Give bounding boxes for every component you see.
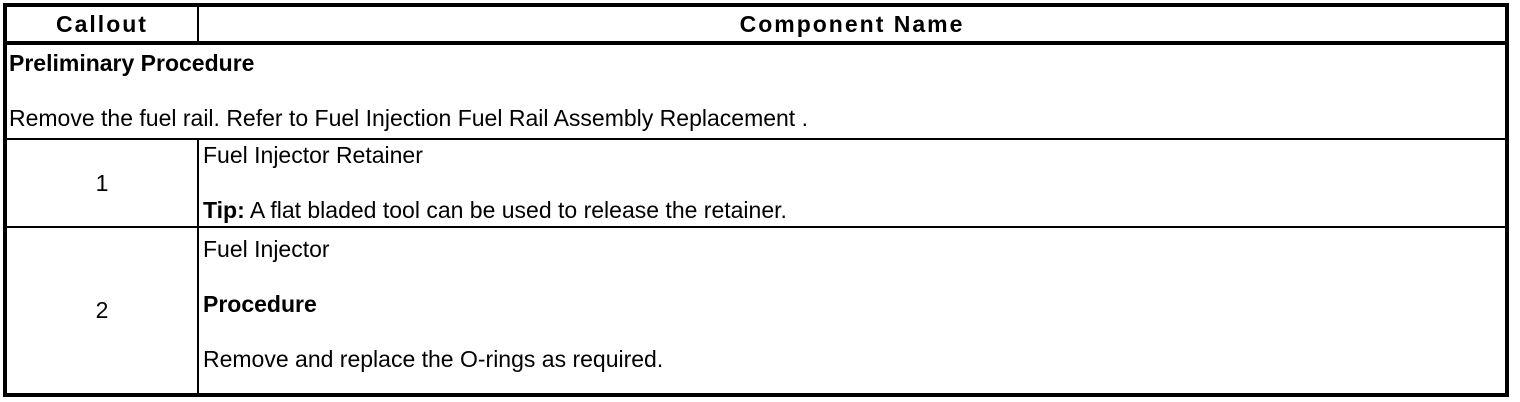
tip-line: Tip: A flat bladed tool can be used to r… — [203, 197, 1499, 224]
callout-column-header-cell: Callout — [7, 7, 199, 41]
tip-label: Tip: — [203, 197, 245, 223]
table-header-row: Callout Component Name — [7, 7, 1505, 45]
table-row: 2 Fuel Injector Procedure Remove and rep… — [7, 228, 1505, 393]
procedure-heading: Procedure — [203, 291, 317, 317]
callout-number: 2 — [95, 297, 109, 323]
table-row: 1 Fuel Injector Retainer Tip: A flat bla… — [7, 140, 1505, 228]
component-column-header-cell: Component Name — [199, 7, 1505, 41]
component-cell: Fuel Injector Procedure Remove and repla… — [199, 228, 1505, 393]
component-name: Fuel Injector — [203, 236, 330, 262]
callout-number: 1 — [95, 169, 109, 196]
preliminary-procedure-title: Preliminary Procedure — [9, 50, 255, 76]
tip-text: A flat bladed tool can be used to releas… — [244, 197, 787, 223]
fuel-rail-replacement-reference[interactable]: Fuel Injection Fuel Rail Assembly Replac… — [314, 105, 796, 131]
callout-cell: 2 — [7, 228, 199, 393]
component-cell: Fuel Injector Retainer Tip: A flat blade… — [199, 140, 1505, 226]
callout-component-table: Callout Component Name Preliminary Proce… — [3, 3, 1509, 397]
preliminary-instruction-suffix: . — [795, 105, 808, 131]
component-name: Fuel Injector Retainer — [203, 142, 423, 168]
preliminary-instruction-prefix: Remove the fuel rail. Refer to — [9, 105, 315, 131]
component-name-column-header: Component Name — [739, 10, 965, 37]
procedure-text: Remove and replace the O-rings as requir… — [203, 346, 664, 372]
callout-cell: 1 — [7, 140, 199, 226]
preliminary-instruction: Remove the fuel rail. Refer to Fuel Inje… — [9, 105, 1499, 132]
callout-column-header: Callout — [56, 10, 148, 37]
preliminary-procedure-row: Preliminary Procedure Remove the fuel ra… — [7, 45, 1505, 140]
